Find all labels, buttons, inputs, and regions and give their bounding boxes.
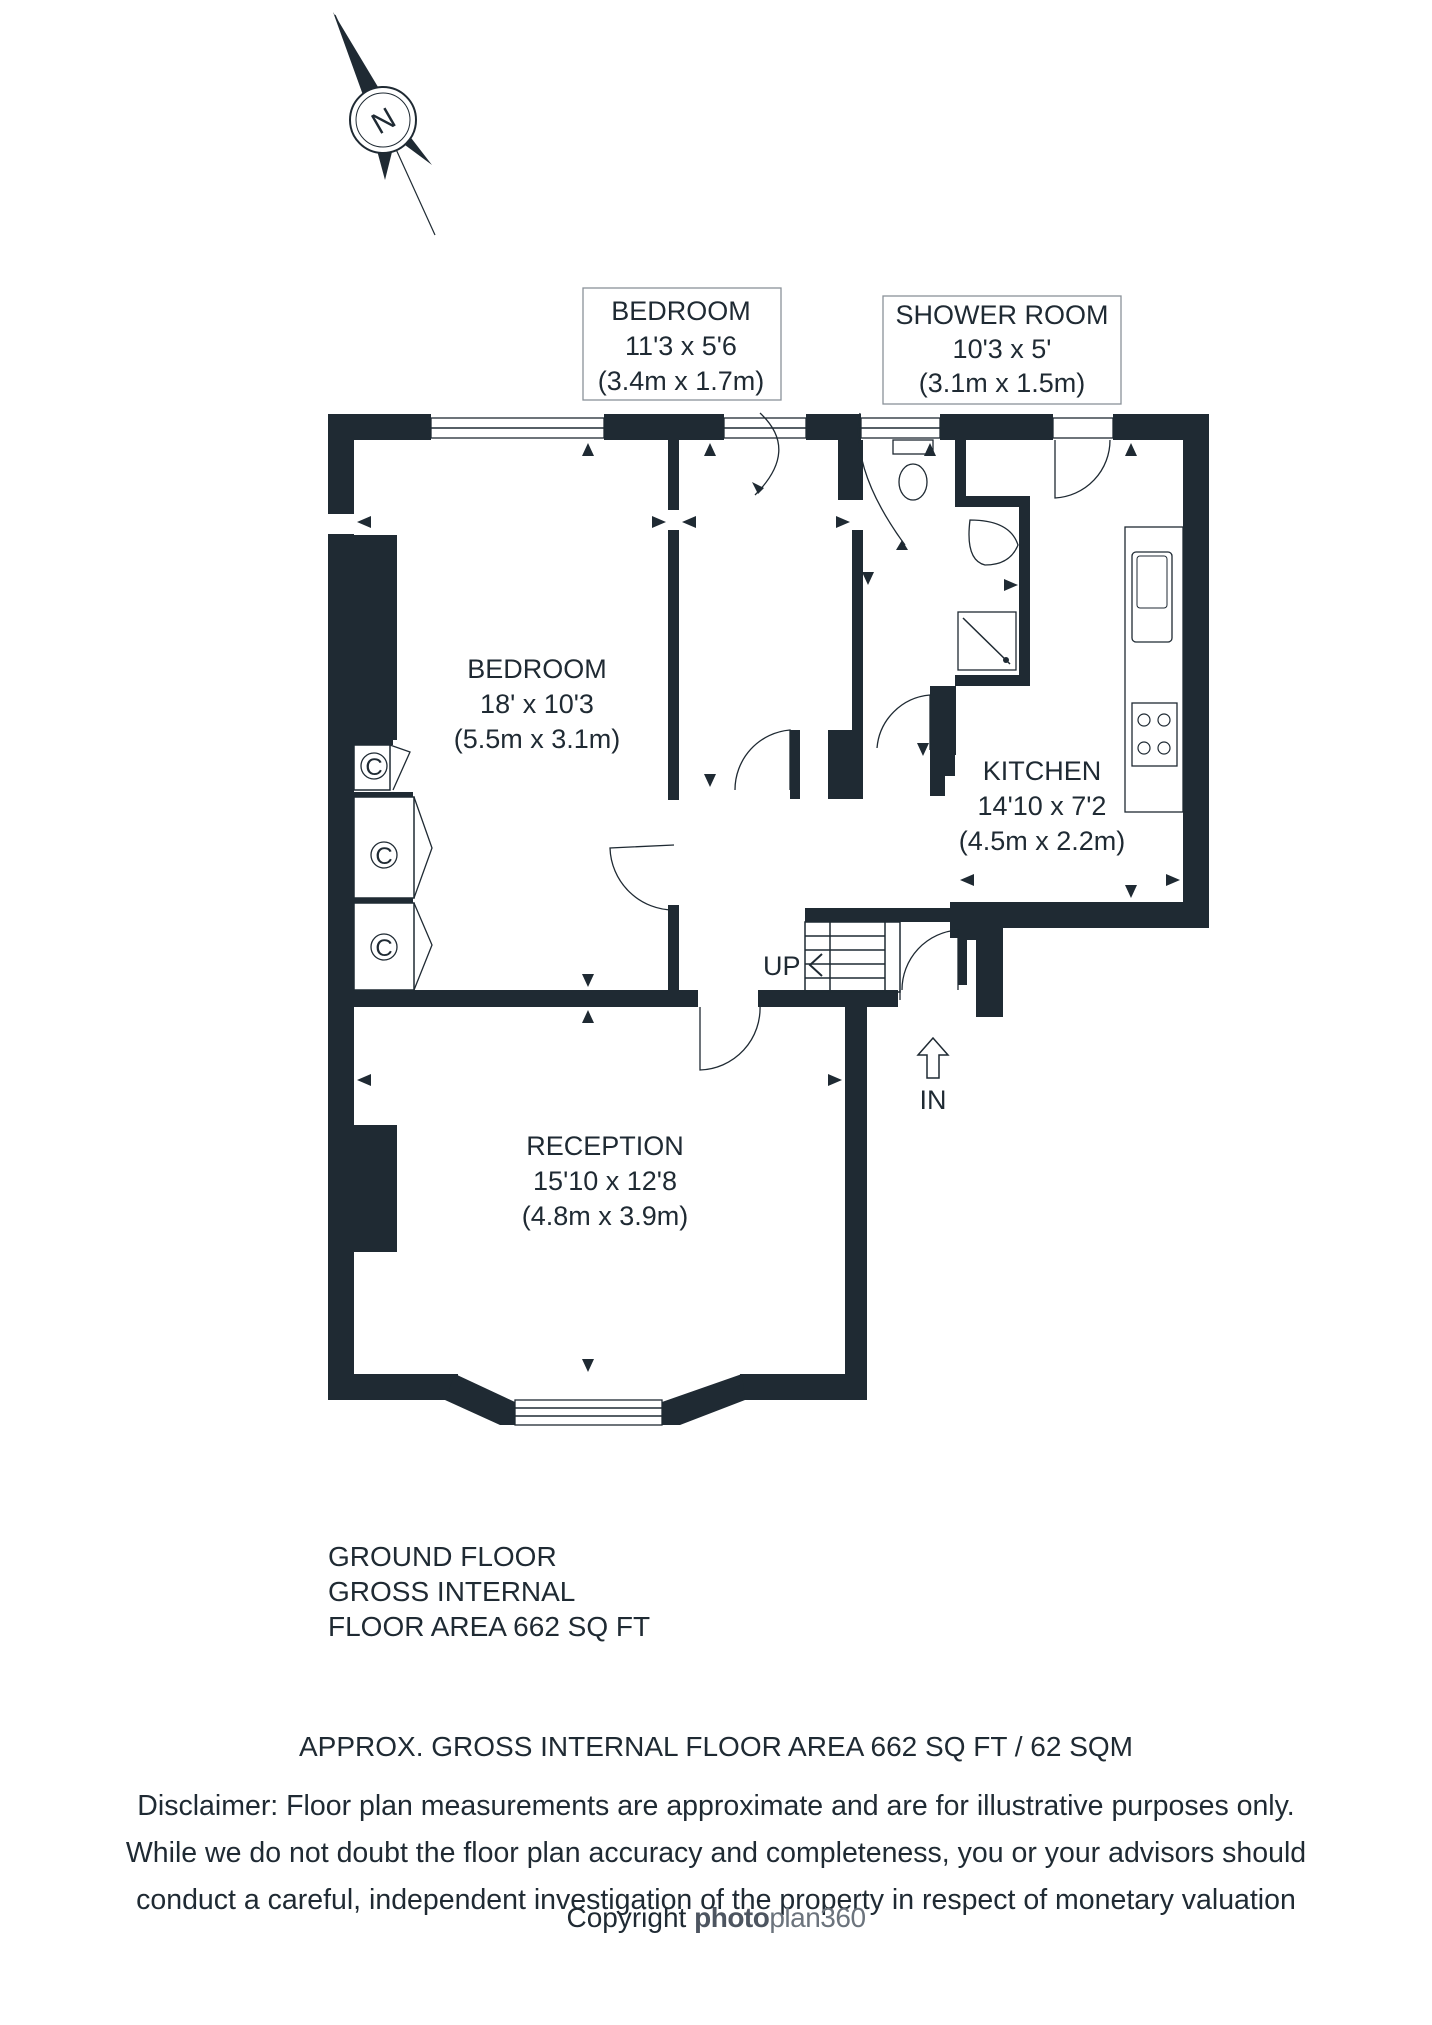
room-label-kitchen: KITCHEN 14'10 x 7'2 (4.5m x 2.2m) <box>955 755 1125 860</box>
room-size-metric: (4.8m x 3.9m) <box>522 1201 689 1231</box>
cupboard-label: C <box>375 843 392 870</box>
total-area: APPROX. GROSS INTERNAL FLOOR AREA 662 SQ… <box>298 1731 1134 1762</box>
room-name: BEDROOM <box>467 654 607 684</box>
room-size-metric: (3.1m x 1.5m) <box>919 368 1086 398</box>
cupboard-icon <box>370 841 398 869</box>
doors <box>609 412 1111 1071</box>
floor-summary-line: FLOOR AREA 662 SQ FT <box>328 1611 650 1642</box>
cupboard-icon <box>360 752 388 780</box>
dimension-markers <box>357 443 1180 1372</box>
cupboard-icon <box>370 933 398 961</box>
room-size-metric: (3.4m x 1.7m) <box>598 366 765 396</box>
copyright: Copyright photoplan360 <box>0 1902 1432 1934</box>
stairs-arrow-icon <box>808 953 823 977</box>
room-name: RECEPTION <box>526 1131 684 1161</box>
disclaimer-line: Disclaimer: Floor plan measurements are … <box>137 1790 1295 1822</box>
disclaimer-line: While we do not doubt the floor plan acc… <box>125 1837 1307 1869</box>
room-label-shower-room: SHOWER ROOM 10'3 x 5' (3.1m x 1.5m) <box>882 295 1122 405</box>
room-size-metric: (4.5m x 2.2m) <box>959 826 1126 856</box>
floor-summary-line: GROUND FLOOR <box>328 1541 557 1572</box>
room-size-imperial: 15'10 x 12'8 <box>533 1166 677 1196</box>
brand-bold: photo <box>694 1902 770 1933</box>
brand-logo: photoplan360 <box>694 1902 866 1933</box>
cupboard-label: C <box>365 754 382 781</box>
room-size-imperial: 10'3 x 5' <box>953 334 1052 364</box>
cupboards: C C C <box>353 744 433 991</box>
room-name: KITCHEN <box>983 756 1102 786</box>
disclaimer: Disclaimer: Floor plan measurements are … <box>0 1783 1432 1924</box>
room-size-metric: (5.5m x 3.1m) <box>454 724 621 754</box>
room-name: BEDROOM <box>611 296 751 326</box>
entrance-arrow-icon <box>916 1036 950 1079</box>
stairs-label: UP <box>763 951 801 981</box>
room-label-bedroom-small: BEDROOM 11'3 x 5'6 (3.4m x 1.7m) <box>582 287 782 401</box>
floor-summary: GROUND FLOOR GROSS INTERNAL FLOOR AREA 6… <box>328 1541 650 1642</box>
room-label-bedroom-main: BEDROOM 18' x 10'3 (5.5m x 3.1m) <box>454 654 621 754</box>
brand-light: plan360 <box>769 1902 866 1933</box>
room-name: SHOWER ROOM <box>896 300 1109 330</box>
room-size-imperial: 11'3 x 5'6 <box>625 331 737 361</box>
walls <box>328 414 1209 1425</box>
room-label-reception: RECEPTION 15'10 x 12'8 (4.8m x 3.9m) <box>522 1131 689 1231</box>
disclaimer-line: conduct a careful, independent investiga… <box>136 1884 1296 1916</box>
cupboard-label: C <box>375 935 392 962</box>
floor-summary-line: GROSS INTERNAL <box>328 1576 575 1607</box>
entrance-label: IN <box>920 1085 947 1115</box>
kitchen-fixtures <box>1124 526 1184 813</box>
stairs <box>804 921 901 993</box>
room-size-imperial: 18' x 10'3 <box>480 689 594 719</box>
room-size-imperial: 14'10 x 7'2 <box>978 791 1107 821</box>
compass-icon: N <box>333 12 436 236</box>
bathroom-fixtures <box>892 439 1019 671</box>
copyright-prefix: Copyright <box>566 1902 687 1933</box>
windows <box>430 417 1114 1426</box>
